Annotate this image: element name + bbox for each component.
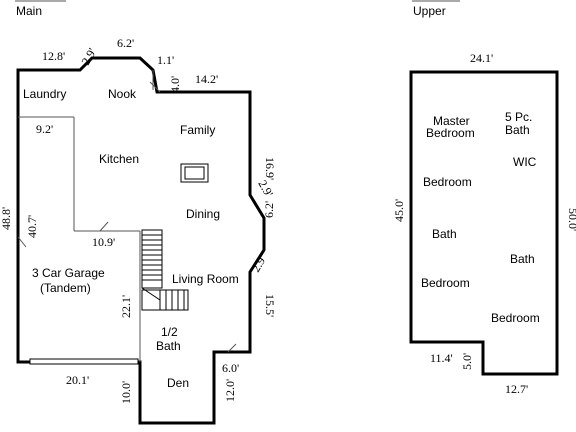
dim-6-2-top: 6.2' bbox=[117, 36, 134, 50]
room-garage-sub: (Tandem) bbox=[40, 281, 91, 295]
room-laundry: Laundry bbox=[23, 87, 66, 101]
dim-5-0: 5.0' bbox=[460, 353, 474, 370]
dim-12-7: 12.7' bbox=[505, 382, 528, 396]
dim-10-9: 10.9' bbox=[92, 235, 115, 249]
main-exterior-wall bbox=[16, 56, 266, 425]
dim-20-1: 20.1' bbox=[66, 373, 89, 387]
garage-door bbox=[29, 358, 139, 365]
room-nook: Nook bbox=[108, 87, 137, 101]
room-kitchen: Kitchen bbox=[99, 152, 139, 166]
room-bath-1: Bath bbox=[432, 227, 457, 241]
dim-6-0: 6.0' bbox=[222, 361, 239, 375]
kitchen-sink bbox=[184, 166, 205, 180]
dim-14-2: 14.2' bbox=[195, 72, 218, 86]
room-bedroom-1: Bedroom bbox=[423, 175, 472, 189]
dim-11-4: 11.4' bbox=[430, 351, 453, 365]
dim-24-1: 24.1' bbox=[470, 51, 493, 65]
dim-48-8: 48.8' bbox=[0, 207, 13, 230]
room-den: Den bbox=[167, 376, 189, 390]
room-bedroom-2: Bedroom bbox=[421, 276, 470, 290]
garage-side-door bbox=[17, 236, 27, 248]
main-floor-title: Main bbox=[16, 4, 42, 18]
upper-floor: Master Bedroom 5 Pc. Bath WIC Bedroom Ba… bbox=[392, 51, 576, 396]
room-5pc-bath-sub: Bath bbox=[505, 123, 530, 137]
room-half-bath: 1/2 bbox=[161, 325, 178, 339]
dim-15-5: 15.5' bbox=[263, 294, 277, 317]
dim-16-9: 16.9' bbox=[263, 157, 277, 180]
room-bath-2: Bath bbox=[510, 252, 535, 266]
nook-door bbox=[149, 81, 161, 93]
kitchen-island bbox=[180, 163, 209, 183]
dim-22-1: 22.1' bbox=[119, 295, 133, 318]
dim-6-2-right: 6.2' bbox=[262, 201, 276, 218]
dim-12-0: 12.0' bbox=[223, 379, 237, 402]
main-stairs bbox=[141, 229, 189, 311]
main-floor: Laundry Nook Family Kitchen Dining 3 Car… bbox=[0, 36, 277, 425]
front-door bbox=[227, 343, 237, 353]
room-master-sub: Bedroom bbox=[426, 126, 475, 140]
dim-4-0: 4.0' bbox=[168, 76, 182, 93]
room-half-bath-sub: Bath bbox=[156, 339, 181, 353]
room-wic: WIC bbox=[513, 155, 537, 169]
dim-40-7: 40.7' bbox=[25, 215, 39, 238]
dim-10-0: 10.0' bbox=[119, 381, 133, 404]
upper-floor-title: Upper bbox=[413, 4, 446, 18]
dim-12-8: 12.8' bbox=[42, 49, 65, 63]
upper-exterior-wall bbox=[409, 70, 559, 376]
dim-2-9-right1: 2.9' bbox=[255, 178, 276, 200]
room-bedroom-3: Bedroom bbox=[491, 311, 540, 325]
dim-50-0: 50.0' bbox=[566, 208, 576, 231]
room-dining: Dining bbox=[186, 207, 220, 221]
room-5pc-bath: 5 Pc. bbox=[505, 110, 532, 124]
dim-9-2: 9.2' bbox=[36, 122, 53, 136]
room-master: Master bbox=[433, 114, 470, 128]
room-living: Living Room bbox=[172, 272, 239, 286]
dim-1-1: 1.1' bbox=[157, 53, 174, 67]
dim-2-9-top: 2.9' bbox=[78, 46, 99, 68]
kitchen-door bbox=[99, 221, 109, 232]
dim-45-0: 45.0' bbox=[392, 199, 406, 222]
room-garage: 3 Car Garage bbox=[32, 266, 105, 280]
room-family: Family bbox=[180, 123, 215, 137]
